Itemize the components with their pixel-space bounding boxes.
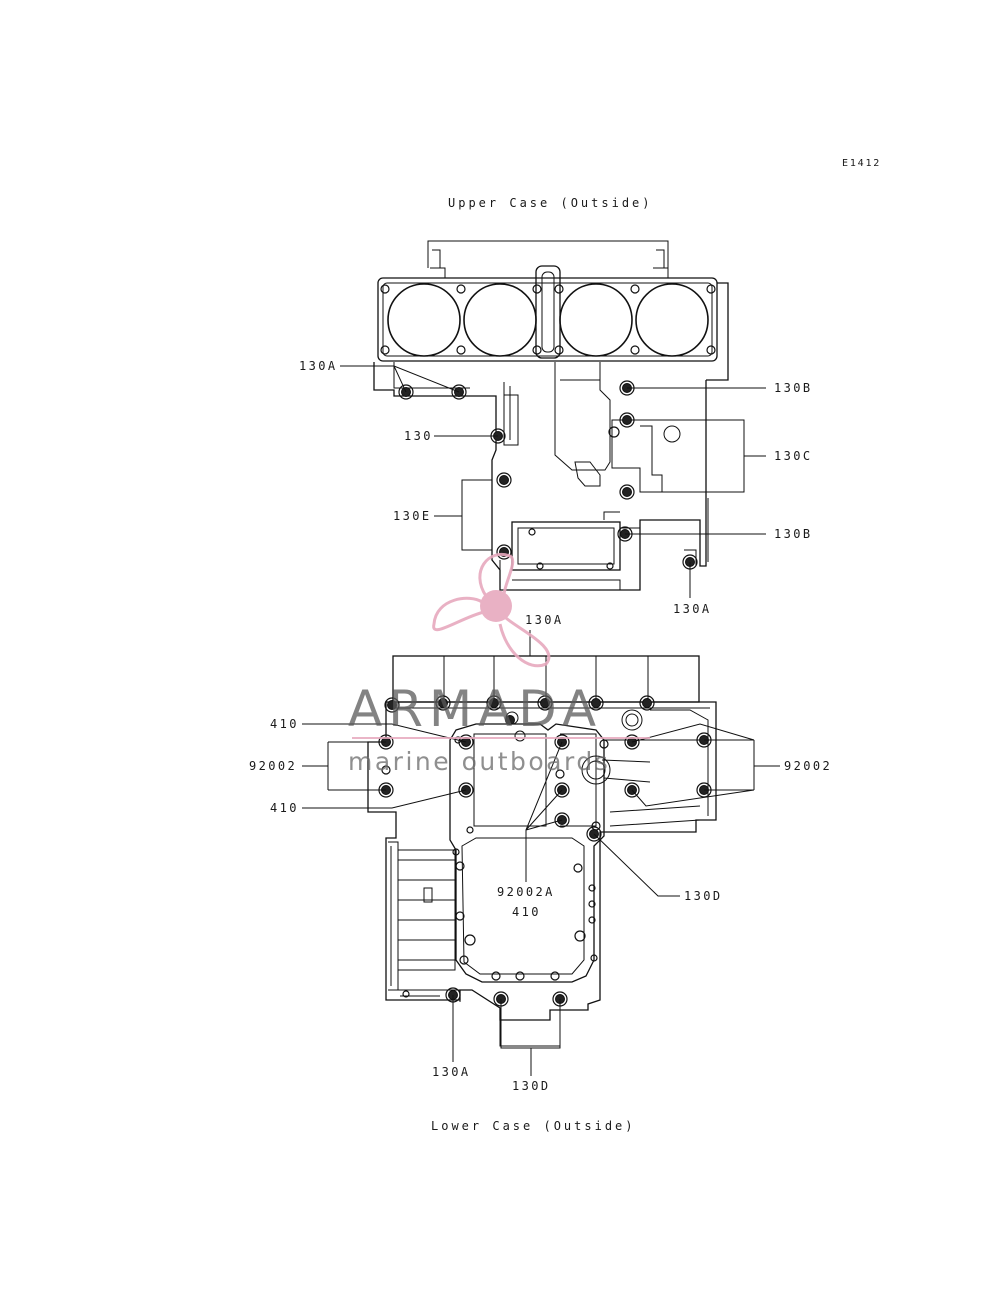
callout-410-lower-top: 410 — [270, 717, 299, 731]
watermark-tagline: marine outboards — [348, 747, 610, 776]
callout-130e-upper: 130E — [393, 509, 432, 523]
callout-130d-lower-right: 130D — [684, 889, 723, 903]
callout-130b-upper-bottom: 130B — [774, 527, 813, 541]
armada-watermark: ARMADA marine outboards — [348, 553, 650, 776]
propeller-logo — [432, 553, 551, 668]
callout-130a-upper-left: 130A — [299, 359, 338, 373]
upper-crankcase-drawing — [340, 240, 766, 598]
callout-130a-upper-right: 130A — [673, 602, 712, 616]
callout-92002-lower-left: 92002 — [249, 759, 297, 773]
upper-case-title: Upper Case (Outside) — [448, 196, 653, 210]
callout-92002-lower-right: 92002 — [784, 759, 832, 773]
callout-130b-upper-top: 130B — [774, 381, 813, 395]
watermark-brand: ARMADA — [348, 680, 602, 738]
callout-410-lower-bottom: 410 — [270, 801, 299, 815]
callout-410-lower-center: 410 — [512, 905, 541, 919]
figure-code: E1412 — [842, 158, 881, 169]
callout-92002a-lower: 92002A — [497, 885, 555, 899]
callout-130a-lower-bottom: 130A — [432, 1065, 471, 1079]
callout-130d-lower-bottom: 130D — [512, 1079, 551, 1093]
callout-130c-upper: 130C — [774, 449, 813, 463]
lower-case-title: Lower Case (Outside) — [431, 1119, 636, 1133]
callout-130a-lower-top: 130A — [525, 613, 564, 627]
callout-130-upper: 130 — [404, 429, 433, 443]
